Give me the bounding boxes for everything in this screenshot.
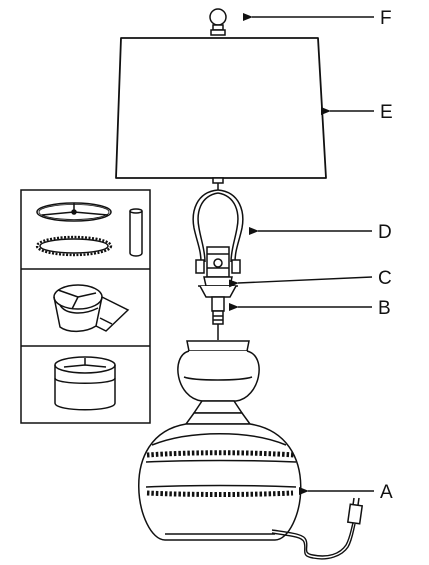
arrow-c: [228, 276, 373, 288]
folding-shade-icon: [53, 284, 130, 333]
plug-icon: [346, 497, 364, 525]
washer-rings-icon: [35, 202, 113, 257]
inset-frame: [20, 189, 151, 424]
leader-lines: [228, 13, 374, 495]
shade-assembly-inset: [20, 189, 151, 424]
finial-icon: [209, 8, 227, 36]
label-a: A: [380, 482, 393, 503]
lamp-base-icon: [138, 340, 302, 541]
power-cord-icon: [271, 522, 356, 560]
label-f: F: [380, 8, 392, 29]
lampshade-icon: [115, 37, 327, 179]
label-e: E: [380, 102, 393, 123]
label-b: B: [378, 298, 391, 319]
label-d: D: [378, 222, 392, 243]
socket-icon: [203, 246, 233, 287]
harp-saddle-icon: [198, 285, 238, 340]
label-c: C: [378, 268, 392, 289]
assembled-shade-icon: [54, 356, 116, 411]
harp-icon: [192, 177, 244, 274]
tube-icon: [129, 208, 143, 257]
